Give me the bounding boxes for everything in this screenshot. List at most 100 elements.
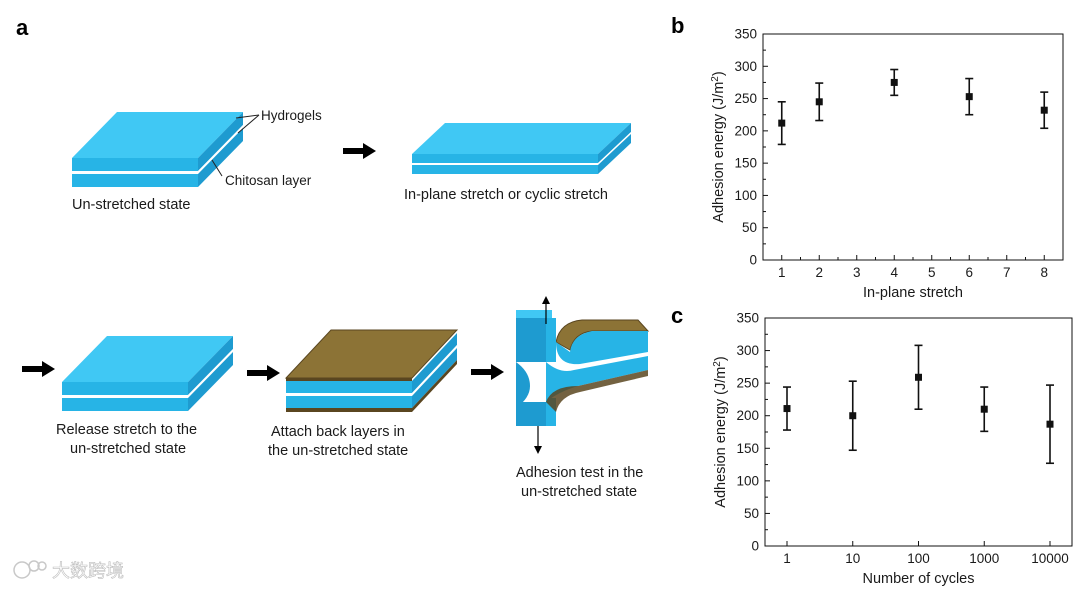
block-with-backing bbox=[284, 329, 459, 412]
y-tick-label: 100 bbox=[736, 473, 759, 488]
y-tick-label: 250 bbox=[736, 376, 759, 391]
leader-hydrogels-2 bbox=[237, 114, 260, 134]
hydrogel-side-lower bbox=[188, 352, 233, 411]
arrow-right-3 bbox=[247, 365, 280, 381]
y-tick-label: 0 bbox=[751, 539, 759, 554]
hydrogel-front-upper bbox=[412, 154, 598, 163]
data-point bbox=[980, 405, 988, 413]
y-tick-label: 350 bbox=[734, 27, 757, 42]
hydrogel-front-lower bbox=[62, 398, 188, 411]
data-point bbox=[783, 405, 791, 413]
chitosan-side bbox=[598, 132, 631, 165]
backing-front-top bbox=[286, 378, 412, 381]
y-tick-label: 50 bbox=[744, 506, 759, 521]
leader-hydrogels-1 bbox=[235, 114, 260, 119]
arrow-right-4 bbox=[471, 364, 504, 380]
x-tick-label: 1 bbox=[778, 265, 786, 280]
block-stretched bbox=[412, 123, 631, 174]
hydrogel-front-lower bbox=[72, 174, 198, 187]
panel-letter-b: b bbox=[671, 13, 684, 38]
specimen-neck bbox=[516, 362, 530, 408]
hydrogel-flap bbox=[556, 331, 648, 365]
y-axis-title: Adhesion energy (J/m2) bbox=[710, 71, 727, 222]
hydrogel-top-face bbox=[72, 112, 243, 158]
arrow-right-2 bbox=[22, 361, 55, 377]
lower-arm-curve bbox=[546, 370, 648, 412]
x-tick-label: 100 bbox=[907, 551, 930, 566]
hydrogel-side-upper bbox=[412, 333, 457, 393]
x-tick-label: 7 bbox=[1003, 265, 1011, 280]
y-tick-label: 300 bbox=[734, 59, 757, 74]
x-tick-label: 8 bbox=[1040, 265, 1048, 280]
lower-arm-side bbox=[546, 398, 556, 426]
hydrogel-front-lower bbox=[412, 165, 598, 174]
hydrogel-top-face bbox=[62, 336, 233, 382]
panel-letter-c: c bbox=[671, 303, 683, 328]
watermark-logo-icon bbox=[37, 561, 47, 571]
y-tick-label: 150 bbox=[736, 441, 759, 456]
x-tick-label: 5 bbox=[928, 265, 936, 280]
panel-letter-a: a bbox=[16, 15, 29, 40]
label-unstretched: Un-stretched state bbox=[72, 197, 190, 213]
watermark-logo-icon bbox=[28, 560, 40, 572]
data-point bbox=[915, 373, 922, 381]
chitosan-side bbox=[188, 349, 233, 398]
upper-arm-top bbox=[516, 310, 552, 320]
data-point bbox=[778, 119, 786, 127]
watermark-text: 大数跨境 bbox=[52, 561, 124, 582]
x-tick-label: 6 bbox=[965, 265, 973, 280]
hydrogel-side-lower bbox=[198, 128, 243, 187]
hydrogel-side-upper bbox=[188, 336, 233, 395]
x-axis-title: Number of cycles bbox=[862, 571, 974, 587]
label-chitosan: Chitosan layer bbox=[225, 173, 312, 188]
chitosan-front bbox=[286, 393, 412, 396]
x-tick-label: 2 bbox=[815, 265, 823, 280]
label-attach-1: Attach back layers in bbox=[271, 424, 405, 440]
y-tick-label: 50 bbox=[742, 220, 757, 235]
block-released bbox=[62, 336, 233, 411]
y-tick-label: 250 bbox=[734, 91, 757, 106]
leader-chitosan bbox=[211, 159, 223, 177]
chitosan-front bbox=[62, 395, 188, 398]
hydrogel-front-upper bbox=[286, 381, 412, 393]
y-axis-title: Adhesion energy (J/m2) bbox=[712, 356, 729, 507]
hydrogel-front-lower bbox=[286, 396, 412, 408]
data-point bbox=[1040, 106, 1048, 114]
upper-arm-front bbox=[516, 318, 546, 362]
x-tick-label: 10000 bbox=[1031, 551, 1069, 566]
arrow-right-1 bbox=[343, 143, 376, 159]
data-point bbox=[1046, 420, 1054, 428]
block-unstretched bbox=[72, 112, 243, 187]
lower-arm-front bbox=[516, 402, 546, 426]
backing-front-bottom bbox=[286, 408, 412, 412]
pull-arrow-up-head bbox=[542, 296, 550, 304]
y-tick-label: 300 bbox=[736, 343, 759, 358]
hydrogel-side-lower bbox=[598, 134, 631, 174]
label-adhesion-2: un-stretched state bbox=[521, 484, 637, 500]
chitosan-front bbox=[72, 171, 198, 174]
y-tick-label: 0 bbox=[749, 253, 757, 268]
watermark-logo-icon bbox=[13, 561, 31, 579]
hydrogel-side-upper bbox=[198, 112, 243, 171]
label-adhesion-1: Adhesion test in the bbox=[516, 465, 643, 481]
hydrogel-front-upper bbox=[62, 382, 188, 395]
data-point bbox=[849, 412, 857, 420]
label-release-1: Release stretch to the bbox=[56, 422, 197, 438]
label-inplane: In-plane stretch or cyclic stretch bbox=[404, 187, 608, 203]
peel-test-specimen bbox=[516, 296, 650, 454]
hydrogel-side-upper bbox=[598, 123, 631, 163]
data-point bbox=[965, 93, 973, 101]
hydrogel-side-lower bbox=[412, 348, 457, 408]
y-tick-label: 200 bbox=[736, 408, 759, 423]
data-point bbox=[815, 98, 823, 106]
chitosan-front bbox=[412, 163, 598, 165]
plot-frame bbox=[762, 33, 1064, 261]
x-tick-label: 3 bbox=[853, 265, 861, 280]
hydrogel-front-upper bbox=[72, 158, 198, 171]
chitosan-side bbox=[198, 125, 243, 174]
x-tick-label: 1000 bbox=[969, 551, 999, 566]
backing-side-bottom bbox=[412, 360, 457, 412]
